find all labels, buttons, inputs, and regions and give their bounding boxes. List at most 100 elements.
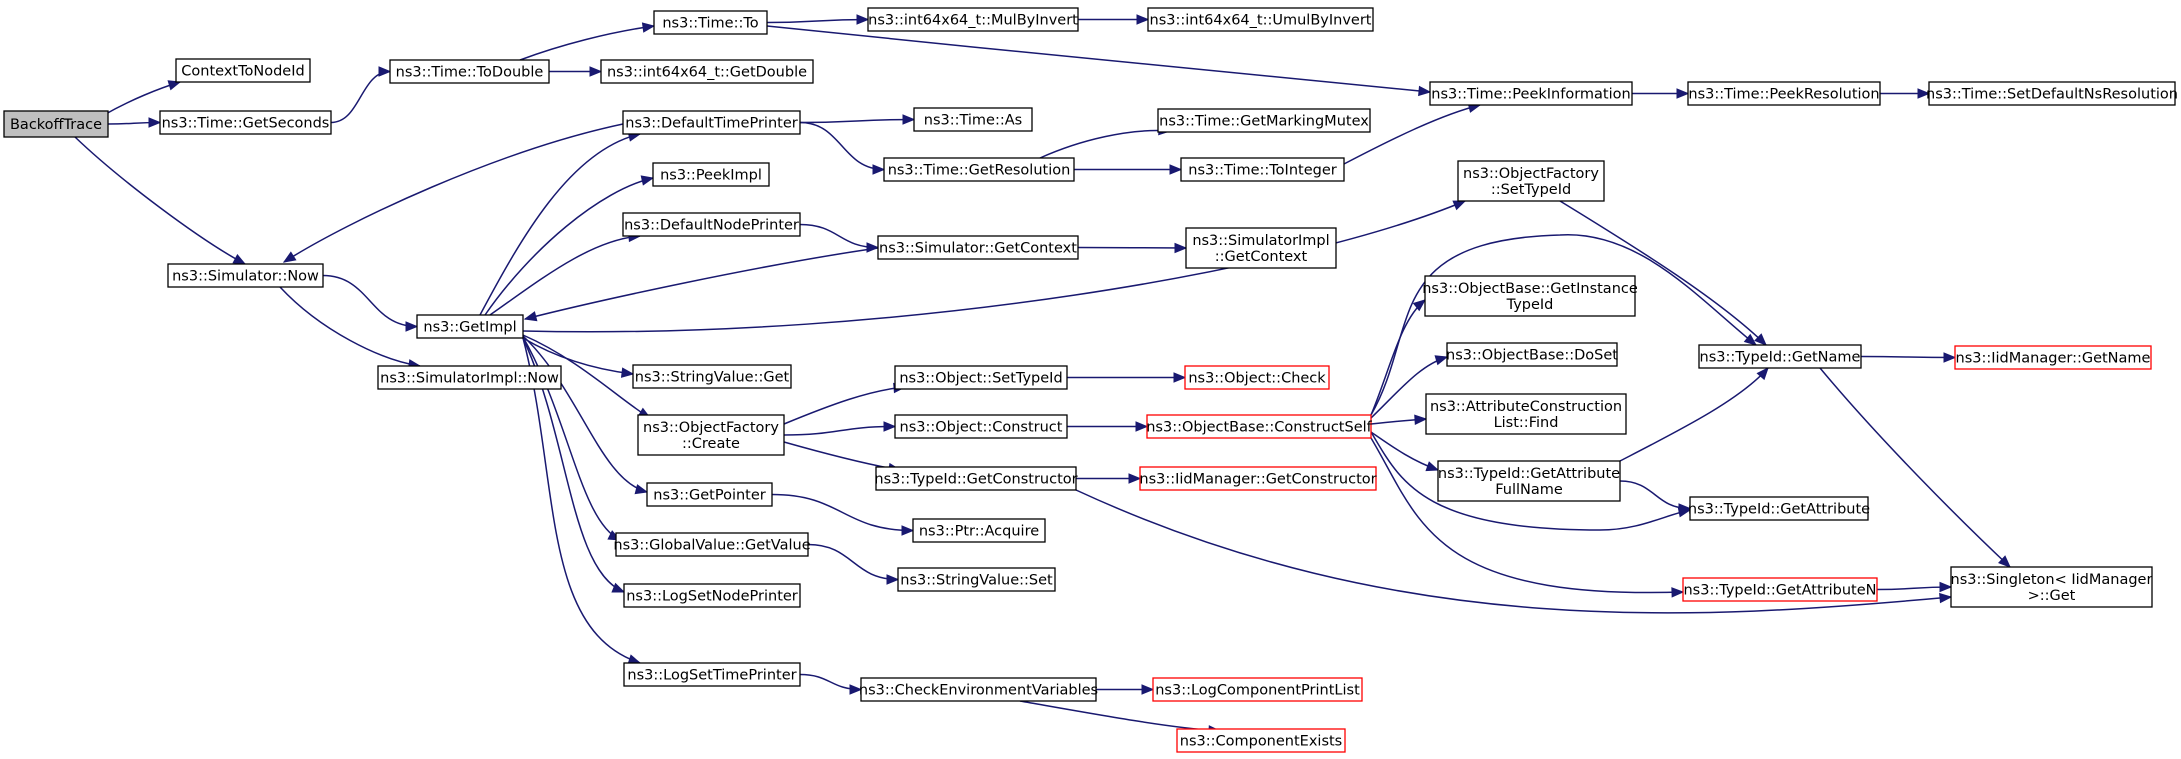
function-node-label: ns3::Ptr::Acquire	[919, 524, 1039, 540]
call-edge-ofcreate-to-objconstruct	[783, 421, 897, 436]
function-node-label: ::Create	[682, 436, 740, 452]
function-node-simgetctx[interactable]: ns3::Simulator::GetContext	[877, 235, 1079, 260]
function-node-todouble[interactable]: ns3::Time::ToDouble	[389, 59, 550, 84]
function-node-label: ns3::Time::PeekInformation	[1431, 87, 1630, 103]
function-node-acquire[interactable]: ns3::Ptr::Acquire	[912, 518, 1046, 543]
call-edge-defnode-to-simgetctx	[799, 223, 880, 253]
function-node-strset[interactable]: ns3::StringValue::Set	[897, 567, 1056, 592]
call-edge-gvget-to-strset	[807, 543, 900, 585]
function-node-getdouble[interactable]: ns3::int64x64_t::GetDouble	[600, 59, 814, 84]
function-node-tointeger[interactable]: ns3::Time::ToInteger	[1180, 157, 1345, 182]
function-node-label: ns3::ObjectBase::ConstructSelf	[1146, 420, 1372, 436]
function-node-label: ns3::SimulatorImpl	[1192, 233, 1329, 249]
function-node-label: ns3::ObjectFactory	[1463, 166, 1599, 182]
function-node-tidname[interactable]: ns3::TypeId::GetName	[1698, 344, 1862, 369]
function-node-printlist[interactable]: ns3::LogComponentPrintList	[1152, 677, 1363, 702]
call-edge-objconstruct-to-constructself	[1067, 421, 1149, 432]
function-node-label: >::Get	[2028, 588, 2076, 604]
function-node-gvget[interactable]: ns3::GlobalValue::GetValue	[613, 532, 811, 557]
function-node-simimplnow[interactable]: ns3::SimulatorImpl::Now	[377, 365, 562, 390]
function-node-label: ns3::DefaultTimePrinter	[625, 116, 797, 132]
function-node-label: ns3::Time::As	[924, 113, 1022, 129]
function-node-label: ns3::IidManager::GetConstructor	[1139, 472, 1376, 488]
function-node-label: ns3::Time::SetDefaultNsResolution	[1926, 87, 2178, 103]
function-node-timeas[interactable]: ns3::Time::As	[913, 107, 1033, 132]
call-edge-deftime-to-simnow	[282, 123, 624, 263]
function-node-label: ns3::Singleton< IidManager	[1951, 572, 2153, 588]
call-edge-tidname-to-iidname	[1860, 352, 1957, 363]
function-node-compexists[interactable]: ns3::ComponentExists	[1176, 728, 1346, 753]
function-node-peekimpl[interactable]: ns3::PeekImpl	[652, 162, 770, 187]
function-node-timeto[interactable]: ns3::Time::To	[653, 10, 768, 35]
function-node-attrn[interactable]: ns3::TypeId::GetAttributeN	[1682, 577, 1878, 602]
call-edge-simgetctx-to-simimplctx	[1077, 242, 1188, 254]
call-edge-timeto-to-peekinfo	[766, 25, 1432, 97]
function-node-objconstruct[interactable]: ns3::Object::Construct	[894, 414, 1068, 439]
function-node-label: ns3::TypeId::GetAttribute	[1688, 502, 1870, 518]
function-node-peekres[interactable]: ns3::Time::PeekResolution	[1687, 81, 1881, 106]
call-edge-getimpl-to-getptr	[522, 335, 649, 495]
function-node-getptr[interactable]: ns3::GetPointer	[646, 482, 773, 507]
function-node-strget[interactable]: ns3::StringValue::Get	[632, 364, 792, 389]
function-node-checkenv[interactable]: ns3::CheckEnvironmentVariables	[859, 677, 1098, 702]
function-node-getres[interactable]: ns3::Time::GetResolution	[883, 157, 1075, 182]
function-node-label: ns3::int64x64_t::MulByInvert	[868, 13, 1078, 29]
function-node-getattr[interactable]: ns3::TypeId::GetAttribute	[1688, 496, 1870, 521]
call-edge-getimpl-to-defnode	[489, 231, 642, 316]
function-node-ofsettype[interactable]: ns3::ObjectFactory::SetTypeId	[1457, 160, 1605, 202]
function-node-label: ns3::CheckEnvironmentVariables	[859, 683, 1098, 699]
function-node-logtime[interactable]: ns3::LogSetTimePrinter	[623, 662, 801, 687]
function-node-simimplctx[interactable]: ns3::SimulatorImpl::GetContext	[1185, 227, 1337, 269]
function-node-ctxnode[interactable]: ContextToNodeId	[175, 58, 311, 83]
function-node-label: ns3::PeekImpl	[660, 168, 762, 184]
function-node-simnow[interactable]: ns3::Simulator::Now	[167, 263, 324, 288]
function-node-constructself[interactable]: ns3::ObjectBase::ConstructSelf	[1146, 414, 1373, 439]
function-node-objcheck[interactable]: ns3::Object::Check	[1184, 365, 1330, 390]
function-node-singleton[interactable]: ns3::Singleton< IidManager >::Get	[1950, 566, 2153, 608]
function-node-defnode[interactable]: ns3::DefaultNodePrinter	[622, 212, 801, 237]
call-edge-mulbyinv-to-umulbyinv	[1078, 14, 1150, 25]
call-edge-logtime-to-checkenv	[799, 673, 863, 695]
function-node-mulbyinv[interactable]: ns3::int64x64_t::MulByInvert	[867, 7, 1079, 32]
function-node-label: ::SetTypeId	[1491, 182, 1571, 198]
function-node-setdefns[interactable]: ns3::Time::SetDefaultNsResolution	[1926, 81, 2178, 106]
function-node-getctor[interactable]: ns3::TypeId::GetConstructor	[874, 466, 1078, 491]
function-node-label: ns3::Object::Check	[1188, 371, 1326, 387]
function-node-label: ::GetContext	[1215, 249, 1308, 265]
function-node-getimpl[interactable]: ns3::GetImpl	[416, 314, 524, 339]
function-node-label: ns3::GetImpl	[423, 320, 516, 336]
function-node-iidctor[interactable]: ns3::IidManager::GetConstructor	[1139, 466, 1377, 491]
function-node-label: ns3::GlobalValue::GetValue	[613, 538, 810, 554]
function-node-umulbyinv[interactable]: ns3::int64x64_t::UmulByInvert	[1147, 7, 1374, 32]
call-edges	[74, 14, 2011, 736]
function-node-lognode[interactable]: ns3::LogSetNodePrinter	[623, 583, 801, 608]
call-edge-constructself-to-tidname	[1370, 234, 1758, 416]
function-node-label: ns3::TypeId::GetConstructor	[874, 472, 1077, 488]
function-node-label: List::Find	[1494, 415, 1559, 431]
call-edge-tidname-to-singleton	[1819, 367, 2011, 568]
call-edge-todouble-to-getdouble	[548, 66, 603, 77]
function-node-label: BackoffTrace	[10, 117, 102, 133]
call-edge-getimpl-to-deftime	[479, 131, 642, 316]
call-edge-deftime-to-timeas	[799, 114, 916, 125]
call-edge-peekinfo-to-peekres	[1631, 88, 1690, 99]
call-edge-simnow-to-getimpl	[322, 274, 419, 332]
function-node-peekinfo[interactable]: ns3::Time::PeekInformation	[1429, 81, 1633, 106]
function-node-ofcreate[interactable]: ns3::ObjectFactory::Create	[637, 414, 785, 456]
function-node-doset[interactable]: ns3::ObjectBase::DoSet	[1446, 342, 1618, 367]
function-node-label: FullName	[1495, 482, 1563, 498]
function-node-getsec[interactable]: ns3::Time::GetSeconds	[159, 110, 332, 135]
function-node-getmutex[interactable]: ns3::Time::GetMarkingMutex	[1157, 108, 1371, 133]
function-node-backoff[interactable]: BackoffTrace	[3, 110, 109, 138]
function-node-objsettype[interactable]: ns3::Object::SetTypeId	[894, 365, 1068, 390]
call-edge-ofsettype-to-tidname	[1559, 200, 1767, 346]
function-node-label: ns3::ComponentExists	[1180, 734, 1343, 750]
call-edge-ofcreate-to-objsettype	[783, 382, 907, 425]
function-node-iidname[interactable]: ns3::IidManager::GetName	[1954, 345, 2152, 370]
function-node-label: TypeId	[1506, 297, 1554, 313]
function-node-deftime[interactable]: ns3::DefaultTimePrinter	[622, 110, 801, 135]
function-node-label: ns3::StringValue::Get	[635, 370, 790, 386]
